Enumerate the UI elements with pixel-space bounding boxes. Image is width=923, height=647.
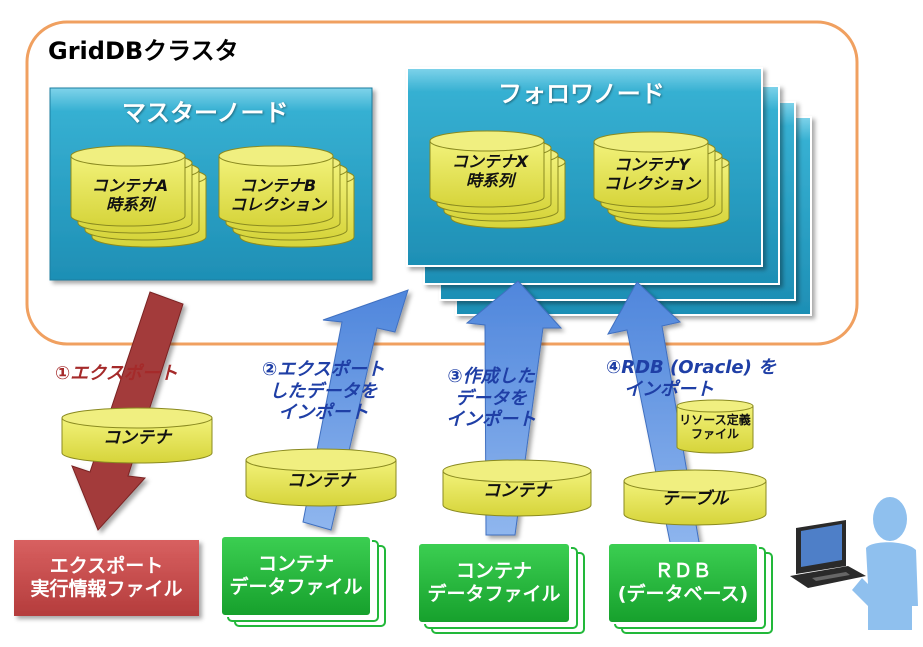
step3-label: ③作成した データを インポート [446, 366, 536, 431]
rdb-label: ＲＤＢ (データベース) [608, 560, 758, 606]
transit-container-2-label: コンテナ [287, 471, 355, 491]
data-file-1-line2: データファイル [229, 575, 363, 598]
container-x-line1: コンテナX [451, 152, 529, 171]
step1-label: ①エクスポート [55, 363, 178, 384]
transit-container-3 [442, 459, 592, 517]
step3-line1: ③作成した [447, 366, 535, 387]
container-y-line1: コンテナY [614, 155, 690, 174]
data-file-1-line1: コンテナ [257, 553, 334, 575]
container-x-label: コンテナX 時系列 [440, 152, 540, 190]
user-silhouette-icon [852, 497, 918, 630]
export-info-file-label: エクスポート 実行情報ファイル [14, 555, 199, 601]
container-b-stack [218, 145, 355, 248]
export-info-line2: 実行情報ファイル [30, 577, 183, 600]
data-file-2-line1: コンテナ [455, 560, 532, 582]
container-b-line1: コンテナB [239, 176, 317, 195]
step2-line2: したデータを [269, 380, 378, 402]
step2-label: ②エクスポート したデータを インポート [262, 359, 385, 424]
rdb-line1: ＲＤＢ [654, 560, 712, 582]
rdb-box [607, 542, 773, 634]
step3-line3: インポート [446, 409, 536, 431]
transit-container-3-label: コンテナ [483, 481, 551, 501]
step4-line1: ④RDB (Oracle) を [606, 357, 777, 378]
resource-file-label: リソース定義 ファイル [677, 413, 753, 442]
transit-container-1-label: コンテナ [103, 428, 171, 448]
container-x-line2: 時系列 [465, 171, 514, 191]
data-file-2-label: コンテナ データファイル [418, 560, 570, 606]
transit-container-2 [245, 448, 397, 507]
container-y-label: コンテナY コレクション [596, 155, 708, 193]
computer-icon [790, 520, 866, 588]
export-info-line1: エクスポート [49, 555, 164, 577]
container-a-label: コンテナA 時系列 [80, 176, 180, 214]
resource-file-line2: ファイル [690, 427, 739, 442]
follower-node-title: フォロワノード [498, 80, 665, 108]
step2-line1: ②エクスポート [262, 359, 385, 380]
export-info-file [14, 540, 199, 616]
step4-label: ④RDB (Oracle) を インポート [606, 357, 776, 400]
rdb-line2: (データベース) [617, 582, 749, 605]
container-b-label: コンテナB コレクション [222, 176, 334, 214]
data-file-2-line2: データファイル [427, 582, 561, 605]
container-a-line2: 時系列 [105, 195, 154, 215]
container-a-line1: コンテナA [91, 176, 169, 195]
step4-line2: インポート [624, 378, 714, 400]
cluster-title: GridDBクラスタ [48, 37, 239, 65]
resource-definition-file [676, 399, 754, 454]
data-file-1-label: コンテナ データファイル [221, 553, 371, 599]
resource-file-line1: リソース定義 [679, 413, 751, 427]
container-b-line2: コレクション [229, 195, 326, 215]
transit-table-label: テーブル [661, 489, 729, 509]
transit-table [623, 469, 767, 526]
data-file-1 [220, 535, 386, 627]
data-file-2 [417, 542, 585, 634]
container-x-stack [429, 130, 566, 229]
transit-container-1 [61, 407, 213, 464]
step2-line3: インポート [278, 402, 369, 424]
container-y-stack [593, 131, 730, 229]
step3-line2: データを [455, 387, 527, 409]
master-node-title: マスターノード [122, 99, 289, 127]
container-a-stack [70, 145, 207, 248]
container-y-line2: コレクション [603, 174, 700, 194]
